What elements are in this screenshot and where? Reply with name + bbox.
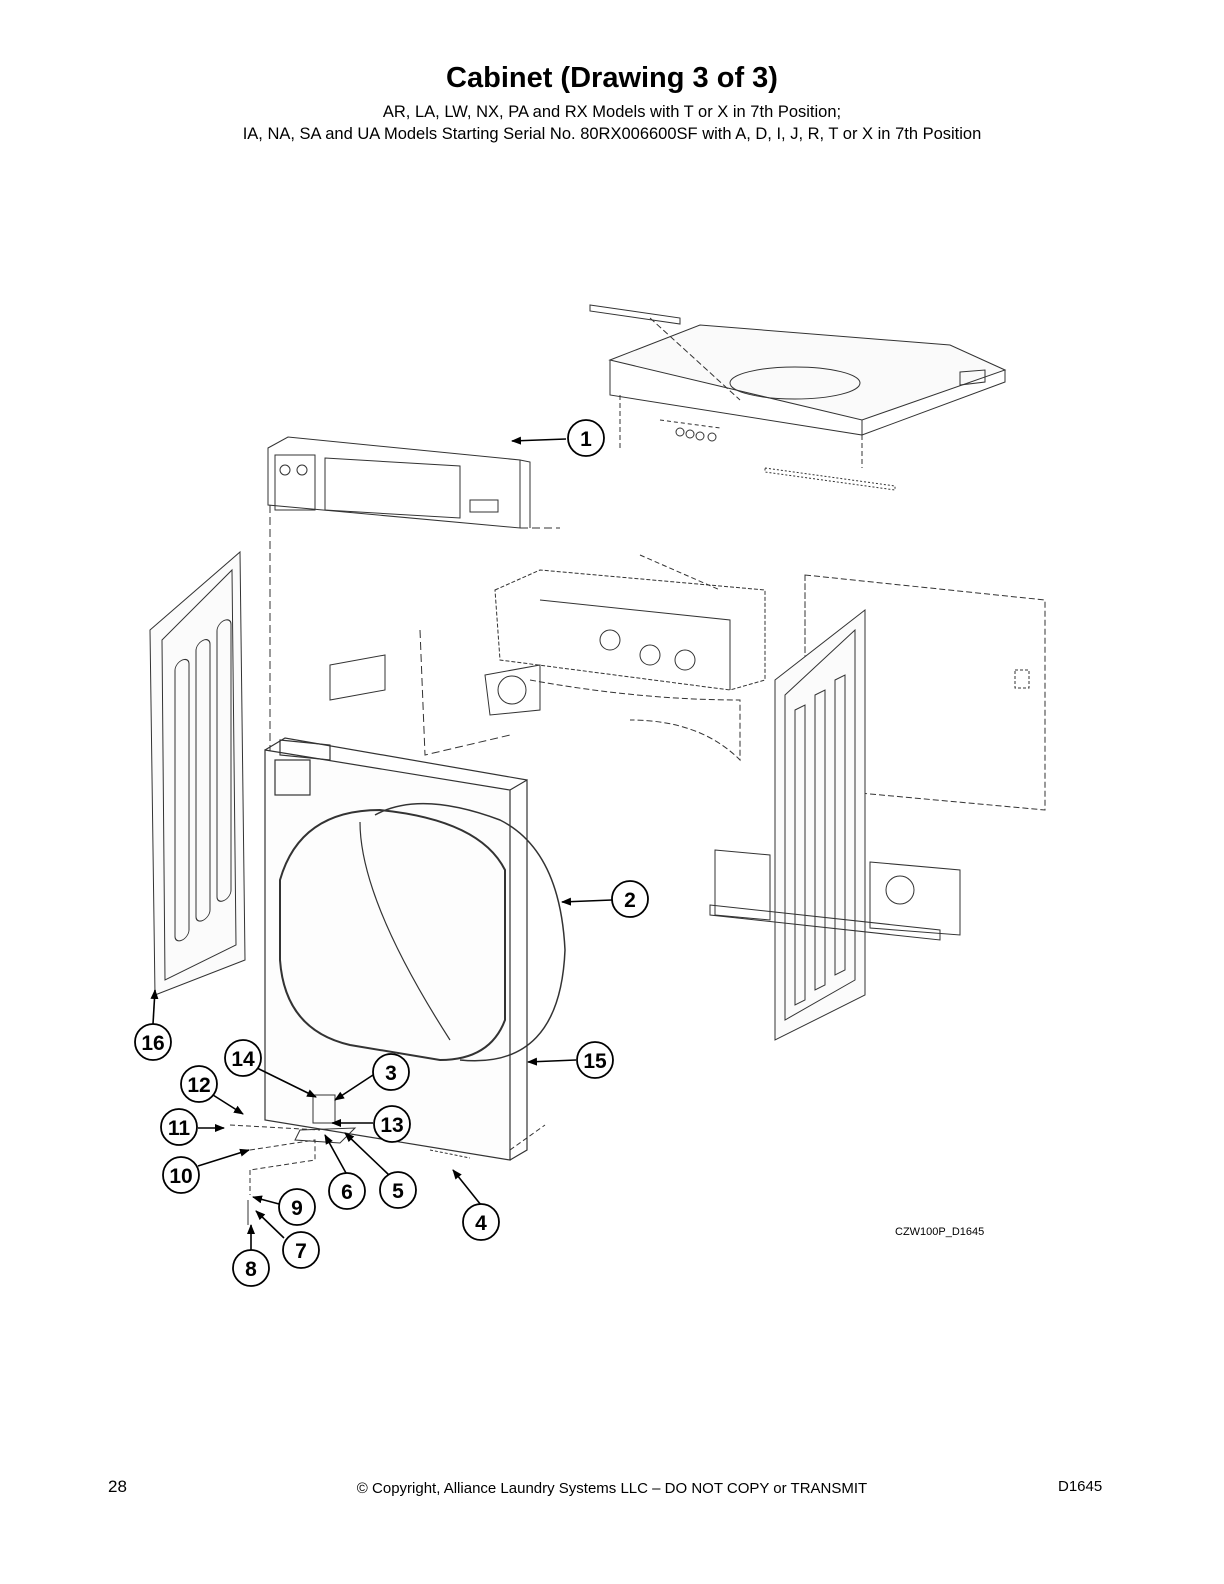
svg-text:14: 14	[231, 1048, 255, 1071]
front-panel	[264, 737, 566, 1161]
svg-text:7: 7	[295, 1240, 307, 1263]
top-panel	[589, 304, 1007, 491]
svg-text:5: 5	[392, 1180, 404, 1203]
page-title: Cabinet (Drawing 3 of 3)	[446, 62, 778, 94]
bottom-hardware	[229, 1094, 546, 1225]
svg-text:10: 10	[169, 1165, 192, 1188]
right-side-panel	[774, 608, 866, 1041]
callout-10: 10	[162, 1156, 200, 1194]
callout-7: 7	[282, 1231, 320, 1269]
callout-14: 14	[224, 1039, 262, 1077]
subtitle-line-1: AR, LA, LW, NX, PA and RX Models with T …	[382, 103, 842, 121]
callout-12: 12	[180, 1065, 218, 1103]
callout-9: 9	[278, 1188, 316, 1226]
left-side-panel	[149, 550, 246, 996]
callout-leaders	[150, 436, 613, 1250]
svg-text:9: 9	[291, 1197, 303, 1220]
subtitle-line-2: IA, NA, SA and UA Models Starting Serial…	[242, 125, 982, 143]
callout-1: 1	[567, 419, 605, 457]
svg-text:8: 8	[245, 1258, 257, 1281]
control-console	[267, 436, 560, 760]
page-number: 28	[108, 1477, 127, 1496]
rear-bracket	[709, 849, 961, 941]
callout-11: 11	[160, 1108, 198, 1146]
svg-text:13: 13	[380, 1114, 403, 1137]
callout-5: 5	[379, 1171, 417, 1209]
svg-text:16: 16	[141, 1032, 164, 1055]
callout-3: 3	[372, 1053, 410, 1091]
callout-4: 4	[462, 1203, 500, 1241]
callout-8: 8	[232, 1249, 270, 1287]
document-id: D1645	[1058, 1478, 1103, 1495]
callout-15: 15	[576, 1041, 614, 1079]
callout-13: 13	[373, 1105, 411, 1143]
svg-text:15: 15	[583, 1050, 607, 1073]
svg-text:4: 4	[475, 1212, 487, 1235]
svg-text:11: 11	[168, 1117, 191, 1140]
svg-text:2: 2	[624, 889, 636, 912]
callout-2: 2	[611, 880, 649, 918]
callout-6: 6	[328, 1172, 366, 1210]
base-frame	[329, 554, 766, 762]
svg-text:12: 12	[187, 1074, 210, 1097]
rear-panel	[804, 574, 1046, 811]
svg-text:3: 3	[385, 1062, 397, 1085]
svg-text:6: 6	[341, 1181, 353, 1204]
drawing-code: CZW100P_D1645	[895, 1226, 985, 1238]
callout-16: 16	[134, 1023, 172, 1061]
copyright-notice: © Copyright, Alliance Laundry Systems LL…	[356, 1480, 868, 1497]
svg-text:1: 1	[580, 428, 592, 451]
